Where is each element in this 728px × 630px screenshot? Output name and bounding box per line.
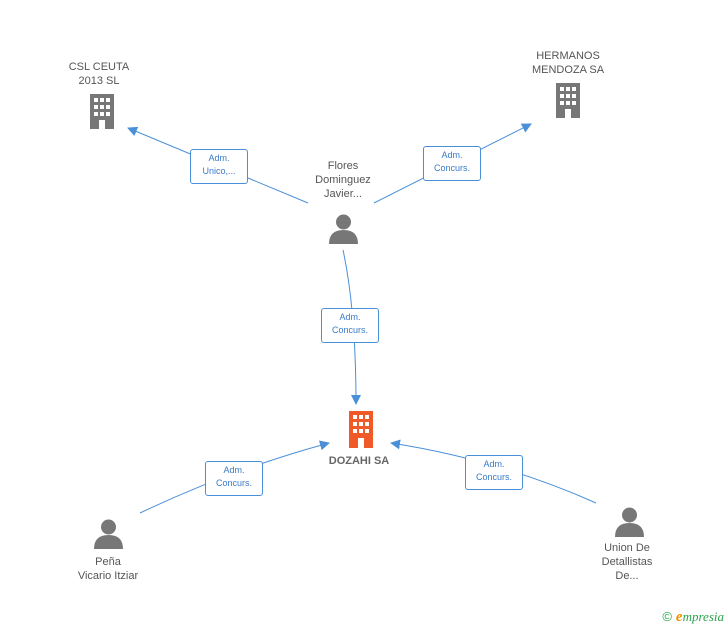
- person-icon[interactable]: [329, 214, 358, 244]
- person-icon[interactable]: [615, 507, 644, 537]
- node-label-hermanos-mendoza[interactable]: HERMANOS MENDOZA SA: [531, 50, 605, 76]
- copyright-icon: ©: [662, 609, 672, 624]
- building-icon[interactable]: [553, 83, 583, 118]
- edge-label-flores-dozahi[interactable]: Adm. Concurs.: [321, 308, 379, 343]
- edge-label-pena-dozahi[interactable]: Adm. Concurs.: [205, 461, 263, 496]
- node-label-pena[interactable]: Peña Vicario Itziar: [77, 556, 139, 582]
- edge-label-union-dozahi[interactable]: Adm. Concurs.: [465, 455, 523, 490]
- node-label-csl-ceuta[interactable]: CSL CEUTA 2013 SL: [68, 61, 130, 87]
- building-icon[interactable]: [87, 94, 117, 129]
- edge-label-flores-hermanos[interactable]: Adm. Concurs.: [423, 146, 481, 181]
- brand-initial: e: [675, 609, 683, 625]
- brand-logo: ©empresia: [662, 609, 724, 626]
- brand-name: mpresia: [682, 609, 724, 624]
- person-icon[interactable]: [94, 519, 123, 549]
- main-building-icon[interactable]: [345, 411, 377, 448]
- node-label-dozahi[interactable]: DOZAHI SA: [328, 455, 390, 467]
- node-label-flores[interactable]: Flores Dominguez Javier...: [315, 160, 371, 200]
- edge-label-flores-csl[interactable]: Adm. Unico,...: [190, 149, 248, 184]
- node-label-union[interactable]: Union De Detallistas De...: [601, 542, 653, 582]
